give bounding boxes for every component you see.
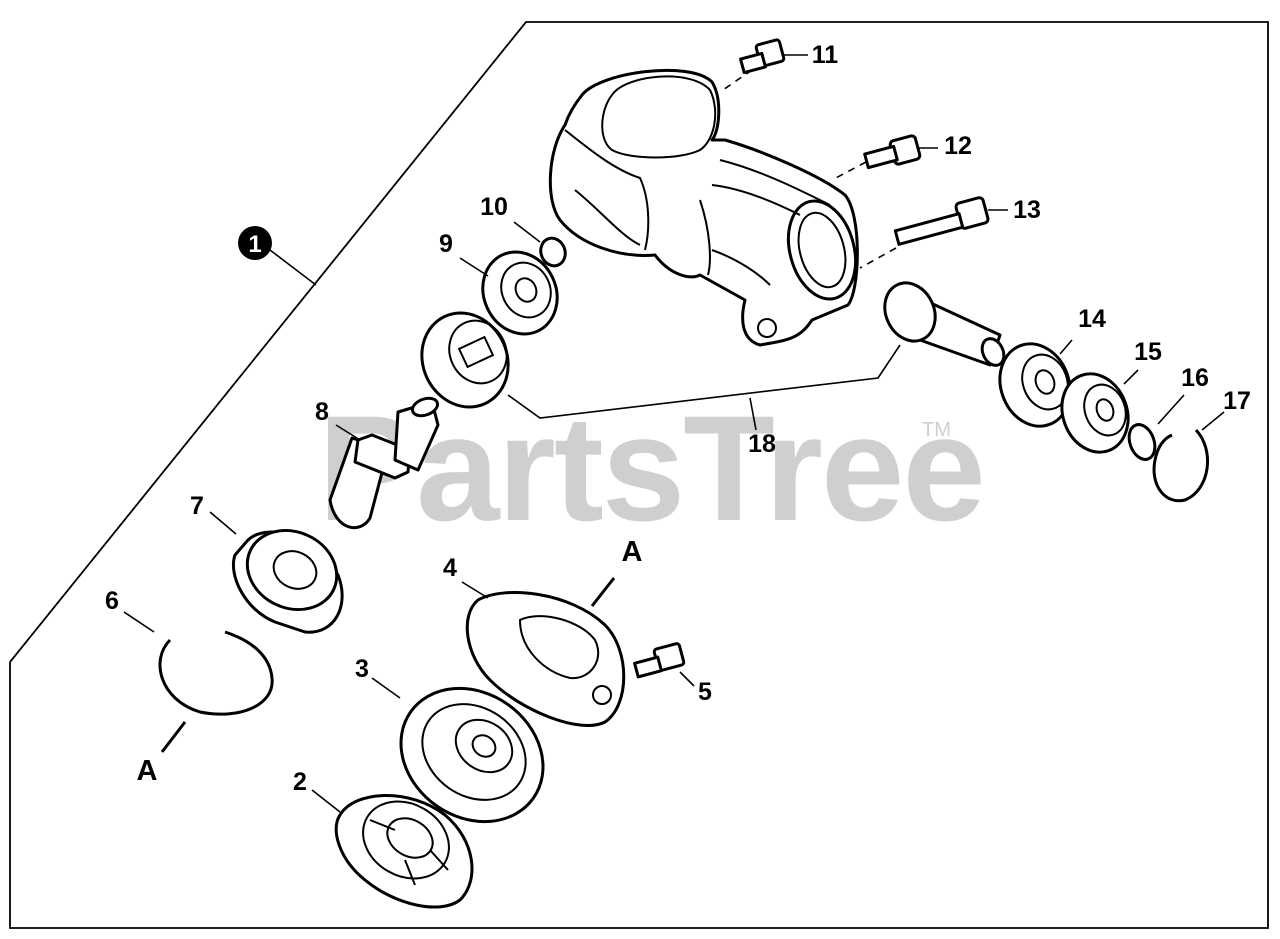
snap-ring-6 <box>158 630 274 716</box>
bearing-15 <box>1060 372 1130 454</box>
bolt-11 <box>739 38 786 75</box>
assembly-label: 1 <box>248 231 261 258</box>
callout-7: 7 <box>190 492 204 520</box>
callout-5: 5 <box>698 678 712 706</box>
leader-7 <box>209 511 237 535</box>
leader-6 <box>123 611 155 633</box>
assembly-frame <box>9 21 1269 929</box>
leader-8 <box>335 424 361 441</box>
leader-13-dash <box>859 247 897 269</box>
bearing-14 <box>998 342 1072 428</box>
leader-12-dash <box>831 161 867 181</box>
gear-case-housing <box>548 68 859 347</box>
callout-15: 15 <box>1134 338 1162 366</box>
section-arrow-right <box>590 577 616 607</box>
callout-18: 18 <box>748 430 776 458</box>
section-mark-right: A <box>622 536 643 568</box>
section-arrow-left <box>160 721 187 753</box>
callout-labels: 1 2 3 4 5 6 7 8 9 10 11 12 13 14 15 16 1… <box>105 41 1251 796</box>
callout-2: 2 <box>293 768 307 796</box>
callout-10: 10 <box>480 193 508 221</box>
leader-2 <box>311 789 341 813</box>
callout-8: 8 <box>315 398 329 426</box>
gear-18-left <box>420 311 510 409</box>
leader-15 <box>1123 369 1139 385</box>
leader-18 <box>507 344 901 419</box>
leader-18-tick <box>749 397 757 431</box>
bolt-5 <box>633 642 686 679</box>
plate-4 <box>465 591 626 727</box>
assembly-badge <box>238 226 272 260</box>
leader-16 <box>1157 394 1185 425</box>
screw-13 <box>893 196 990 246</box>
callout-16: 16 <box>1181 364 1209 392</box>
leader-14 <box>1059 339 1073 355</box>
spline-shaft-8 <box>328 396 440 530</box>
callout-14: 14 <box>1078 305 1106 333</box>
bearing-9 <box>481 250 559 336</box>
callout-4: 4 <box>443 554 457 582</box>
screw-12 <box>863 134 922 170</box>
ring-10 <box>539 236 567 268</box>
callout-6: 6 <box>105 587 119 615</box>
callout-12: 12 <box>944 132 972 160</box>
section-mark-left: A <box>137 755 158 787</box>
leader-11-dash <box>719 69 753 93</box>
leader-5 <box>679 671 695 687</box>
leader-9 <box>459 257 489 277</box>
leader-17 <box>1201 411 1225 431</box>
guard-washer-2 <box>334 794 474 909</box>
leader-1 <box>269 249 317 286</box>
callout-3: 3 <box>355 655 369 683</box>
callout-11: 11 <box>812 41 839 69</box>
bearing-7 <box>232 528 344 634</box>
callout-17: 17 <box>1223 387 1251 415</box>
watermark-trademark: TM <box>922 419 951 441</box>
ring-16 <box>1127 423 1157 461</box>
callout-9: 9 <box>439 230 453 258</box>
holder-3 <box>399 686 545 824</box>
leader-4 <box>461 581 489 599</box>
pinion-shaft-18 <box>883 281 1006 367</box>
leader-10 <box>513 221 541 243</box>
leader-3 <box>371 677 401 699</box>
callout-13: 13 <box>1013 196 1041 224</box>
snap-ring-17 <box>1152 428 1210 503</box>
